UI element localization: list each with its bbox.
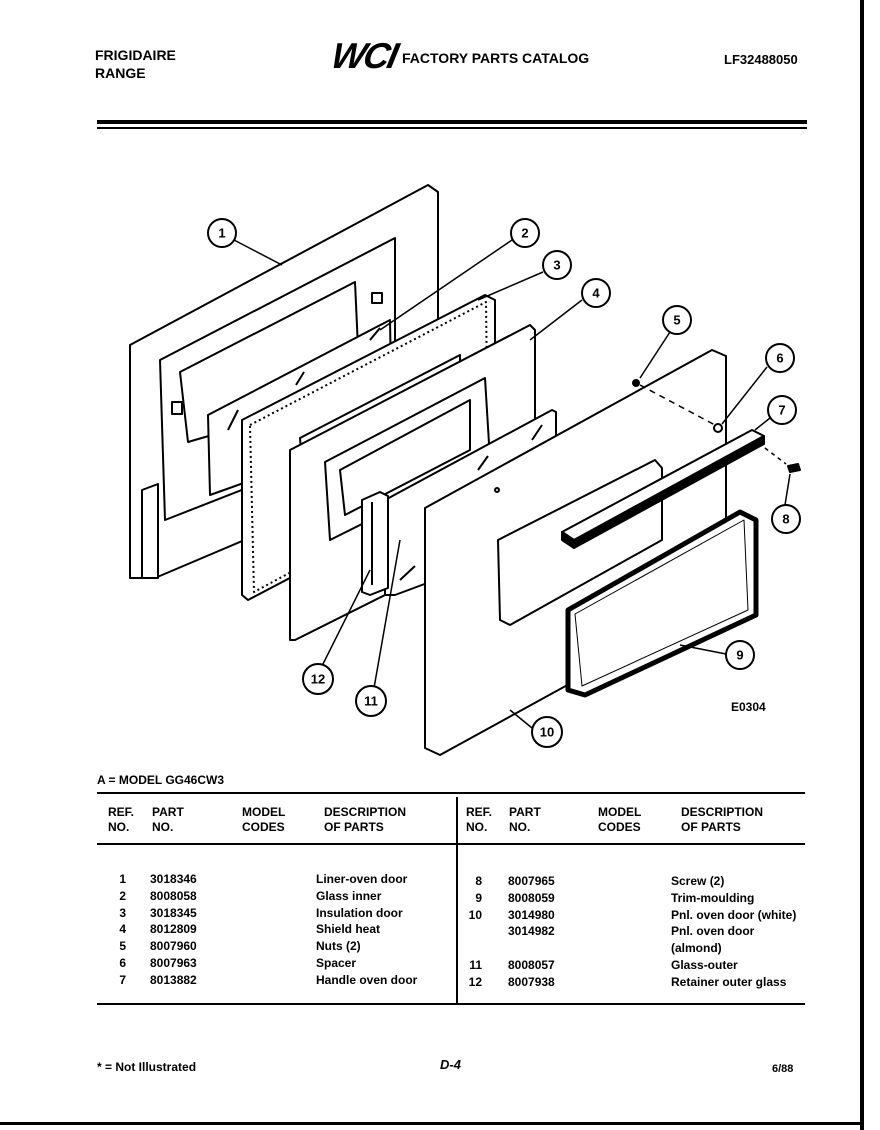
table-cell-ref: 2 bbox=[119, 888, 126, 903]
table-cell-ref: 12 bbox=[468, 974, 482, 989]
callout-3 bbox=[542, 250, 572, 280]
table-cell-part: 8008059 bbox=[508, 890, 555, 905]
table-cell-part: 3018346 bbox=[150, 872, 197, 886]
page-border-bottom bbox=[0, 1122, 864, 1125]
table-cell-part: 8008058 bbox=[150, 888, 197, 903]
callout-12 bbox=[302, 663, 334, 695]
page-border-right bbox=[860, 0, 864, 1130]
table-cell-part: 8008057 bbox=[508, 958, 555, 972]
footnote: * = Not Illustrated bbox=[97, 1060, 197, 1074]
brand-block: FRIGIDAIRE RANGE bbox=[95, 46, 176, 82]
callout-1 bbox=[207, 218, 237, 248]
callout-label: 6 bbox=[776, 351, 783, 366]
col-header-desc: DESCRIPTION OF PARTS bbox=[681, 805, 764, 834]
table-cell-part: 8012809 bbox=[150, 922, 197, 937]
col-header-ref: REF. NO. bbox=[108, 805, 135, 834]
shield-heat bbox=[289, 324, 536, 641]
callout-6 bbox=[765, 343, 795, 373]
exploded-oven-door-diagram: 1 2 3 4 5 6 7 8 9 10 11 12 bbox=[129, 184, 801, 756]
table-cell-desc: Shield heat bbox=[316, 922, 381, 937]
col-header-model: MODEL CODES bbox=[598, 805, 642, 834]
table-cell-ref: 9 bbox=[475, 890, 482, 905]
col-header-ref: REF. NO. bbox=[466, 805, 493, 834]
table-cell-ref: 4 bbox=[119, 922, 126, 937]
catalog-title: FACTORY PARTS CATALOG bbox=[402, 50, 590, 66]
table-cell-part: 3018345 bbox=[150, 905, 197, 920]
model-line: A = MODEL GG46CW3 bbox=[97, 773, 225, 787]
col-header-part: PART NO. bbox=[152, 805, 184, 834]
callout-8 bbox=[771, 504, 801, 534]
table-cell-ref: 6 bbox=[119, 956, 126, 970]
callout-5 bbox=[662, 305, 692, 335]
col-header-part: PART NO. bbox=[509, 805, 541, 834]
table-cell-desc: Handle oven door bbox=[316, 972, 418, 987]
table-cell-desc: Retainer outer glass bbox=[671, 974, 787, 989]
nut-part bbox=[632, 379, 640, 387]
brand-name: FRIGIDAIRE bbox=[95, 47, 176, 63]
table-cell-desc: Pnl. oven door bbox=[671, 924, 755, 939]
callout-label: 11 bbox=[364, 694, 378, 709]
callout-label: 2 bbox=[521, 226, 528, 241]
table-cell-desc: Trim-moulding bbox=[671, 890, 755, 905]
table-cell-ref: 1 bbox=[119, 872, 126, 886]
callout-label: 8 bbox=[782, 512, 789, 527]
table-cell-ref: 7 bbox=[119, 972, 126, 987]
table-cell-desc: Glass inner bbox=[316, 888, 382, 903]
table-bottom-rule bbox=[97, 1003, 805, 1005]
callout-label: 12 bbox=[311, 672, 325, 687]
spacer-part bbox=[713, 423, 723, 433]
col-header-model: MODEL CODES bbox=[242, 805, 286, 834]
table-cell-ref: 10 bbox=[468, 907, 482, 922]
page-number: D-4 bbox=[440, 1057, 461, 1072]
table-cell-part: 3014982 bbox=[508, 924, 555, 939]
table-cell-desc: Insulation door bbox=[316, 905, 403, 920]
callout-label: 4 bbox=[592, 286, 600, 301]
table-cell-part: 8013882 bbox=[150, 972, 197, 987]
table-cell-desc: Glass-outer bbox=[671, 958, 738, 972]
callout-10 bbox=[531, 716, 563, 748]
table-cell-ref: 11 bbox=[469, 958, 482, 972]
table-cell-ref: 8 bbox=[475, 874, 482, 888]
table-cell-part: 8007938 bbox=[508, 974, 555, 989]
table-cell-part: 8007965 bbox=[508, 874, 555, 888]
product-name: RANGE bbox=[95, 65, 146, 81]
table-cell-desc: (almond) bbox=[671, 941, 722, 956]
callout-2 bbox=[510, 218, 540, 248]
handle-oven-door bbox=[561, 429, 765, 549]
table-cell-ref: 5 bbox=[119, 939, 126, 954]
callout-label: 1 bbox=[218, 226, 225, 241]
table-header-rule bbox=[97, 843, 805, 845]
table-divider bbox=[456, 797, 458, 1003]
table-cell-desc: Pnl. oven door (white) bbox=[671, 907, 797, 922]
table-cell-part: 3014980 bbox=[508, 907, 555, 922]
callout-label: 10 bbox=[540, 725, 554, 740]
catalog-model-code: LF32488050 bbox=[724, 52, 798, 67]
callout-9 bbox=[725, 640, 755, 670]
table-cell-desc: Spacer bbox=[316, 956, 357, 970]
callout-label: 5 bbox=[673, 313, 680, 328]
callout-7 bbox=[767, 395, 797, 425]
callout-11 bbox=[355, 685, 387, 717]
header-rule bbox=[97, 120, 807, 124]
retainer-outer-glass bbox=[361, 491, 389, 596]
table-top-rule bbox=[97, 792, 805, 794]
col-header-desc: DESCRIPTION OF PARTS bbox=[324, 805, 407, 834]
table-cell-desc: Liner-oven door bbox=[316, 872, 408, 886]
table-cell-part: 8007960 bbox=[150, 939, 197, 954]
table-cell-part: 8007963 bbox=[150, 956, 197, 970]
table-cell-desc: Nuts (2) bbox=[316, 939, 361, 954]
callout-4 bbox=[581, 278, 611, 308]
print-date: 6/88 bbox=[772, 1063, 794, 1075]
callout-label: 7 bbox=[778, 403, 785, 418]
diagram-code: E0304 bbox=[731, 700, 766, 714]
trim-moulding bbox=[565, 509, 759, 698]
table-cell-ref: 3 bbox=[119, 905, 126, 920]
callout-label: 9 bbox=[736, 648, 743, 663]
table-cell-desc: Screw (2) bbox=[671, 874, 725, 888]
callout-label: 3 bbox=[553, 258, 560, 273]
screw-part bbox=[787, 463, 801, 473]
header-rule-thin bbox=[97, 127, 807, 129]
